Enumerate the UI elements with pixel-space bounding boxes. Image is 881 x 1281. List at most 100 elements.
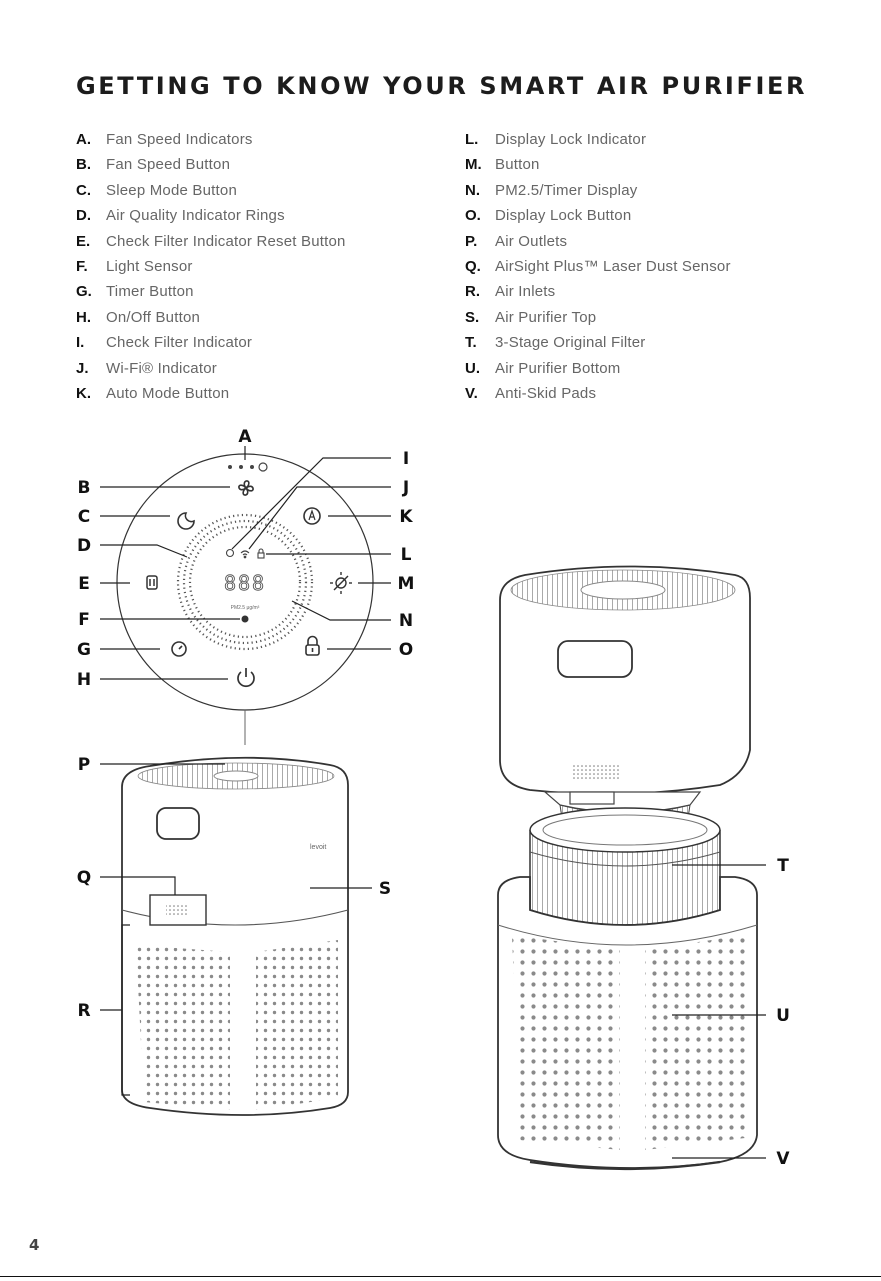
part-name: Check Filter Indicator Reset Button	[106, 232, 346, 250]
part-name: Timer Button	[106, 283, 194, 301]
callout-g: G	[77, 640, 91, 660]
part-item: D.Air Quality Indicator Rings	[76, 203, 346, 228]
part-key: Q.	[465, 257, 481, 275]
part-key: E.	[76, 232, 91, 250]
timer-icon[interactable]	[171, 641, 187, 657]
callout-f: F	[78, 610, 90, 630]
part-item: P. Air Outlets	[465, 229, 731, 254]
fan-icon[interactable]	[238, 480, 254, 496]
part-name: PM2.5/Timer Display	[495, 181, 638, 199]
part-item: F.Light Sensor	[76, 254, 346, 279]
callout-i: I	[403, 449, 409, 469]
power-icon[interactable]	[237, 668, 255, 688]
wifi-icon	[240, 550, 250, 559]
part-item: K.Auto Mode Button	[76, 381, 346, 406]
callout-o: O	[399, 640, 413, 660]
air-purifier-top	[499, 565, 751, 826]
part-key: H.	[76, 308, 91, 326]
part-key: A.	[76, 131, 91, 148]
callout-m: M	[398, 574, 415, 594]
callout-q: Q	[77, 868, 91, 888]
part-key: M.	[465, 156, 482, 174]
part-key: V.	[465, 384, 478, 402]
part-name: Air Quality Indicator Rings	[106, 207, 285, 225]
part-name: Display Lock Indicator	[495, 131, 647, 148]
parts-list-right: L.Display Lock Indicator M.Button N.PM2.…	[465, 127, 731, 406]
part-item: E. Check Filter Indicator Reset Button	[76, 229, 346, 254]
part-key: C.	[76, 181, 91, 199]
handle-recess	[557, 640, 633, 678]
callout-r: R	[77, 1001, 90, 1021]
part-item: A.Fan Speed Indicators	[76, 127, 346, 152]
part-name: Air Inlets	[495, 283, 556, 301]
part-item: C. Sleep Mode Button	[76, 178, 346, 203]
part-key: R.	[465, 283, 480, 301]
part-key: G.	[76, 283, 92, 301]
check-filter-indicator-icon	[225, 548, 235, 558]
lock-icon[interactable]	[305, 635, 320, 656]
part-name: Air Purifier Top	[495, 308, 597, 326]
air-inlets-left-face	[136, 945, 230, 1110]
part-key: L.	[465, 131, 479, 148]
part-key: J.	[76, 359, 89, 377]
leader-lines	[100, 446, 766, 1159]
sleep-indicator-icon	[258, 462, 268, 472]
part-key: B.	[76, 156, 91, 174]
callout-k: K	[399, 507, 413, 527]
part-key: O.	[465, 207, 481, 225]
part-name: Light Sensor	[106, 257, 193, 275]
air-purifier-exploded	[497, 565, 758, 1171]
part-item: J. Wi-Fi® Indicator	[76, 356, 346, 381]
part-key: S.	[465, 308, 480, 326]
part-key: N.	[465, 181, 480, 199]
air-inlets-right-face	[256, 940, 338, 1110]
footer-rule	[0, 1276, 881, 1277]
callout-n: N	[399, 611, 413, 631]
part-name: Display Lock Button	[495, 207, 632, 225]
air-quality-indicator-rings	[176, 513, 314, 651]
part-key: I.	[76, 334, 85, 352]
pm25-timer-display: 888	[224, 571, 266, 595]
display-lock-indicator-icon	[257, 548, 265, 559]
callout-c: C	[78, 507, 90, 527]
part-key: P.	[465, 232, 478, 250]
part-item: R. Air Inlets	[465, 279, 731, 304]
part-name: AirSight Plus™ Laser Dust Sensor	[495, 257, 731, 275]
air-inlets-left-face	[512, 935, 620, 1150]
callout-e: E	[78, 574, 90, 594]
page-title: GETTING TO KNOW YOUR SMART AIR PURIFIER	[76, 72, 808, 100]
part-item: L. Display Lock Indicator	[465, 127, 731, 152]
part-name: 3-Stage Original Filter	[495, 334, 646, 352]
product-diagram: 888 PM2.5 μg/m³ levoit	[77, 427, 790, 1171]
callout-d: D	[77, 536, 91, 556]
callout-p: P	[78, 755, 90, 775]
part-item: G. Timer Button	[76, 279, 346, 304]
auto-mode-icon[interactable]	[303, 507, 321, 525]
dust-sensor-grille	[166, 905, 188, 915]
brand-mark: levoit	[310, 844, 326, 851]
part-name: Sleep Mode Button	[106, 181, 237, 199]
part-name: Wi-Fi® Indicator	[106, 359, 217, 377]
callout-t: T	[777, 856, 789, 876]
page-number: 4	[29, 1236, 40, 1254]
sleep-moon-icon[interactable]	[177, 512, 195, 530]
part-key: T.	[465, 334, 477, 352]
callout-h: H	[77, 670, 91, 690]
part-item: N. PM2.5/Timer Display	[465, 178, 731, 203]
check-filter-reset-icon[interactable]	[146, 575, 158, 590]
part-item: V.Anti-Skid Pads	[465, 381, 731, 406]
control-panel: 888 PM2.5 μg/m³	[116, 453, 374, 711]
part-name: Air Outlets	[495, 232, 568, 250]
part-key: K.	[76, 384, 91, 402]
callout-j: J	[402, 478, 409, 498]
filter	[529, 807, 721, 926]
parts-list-left: A.Fan Speed Indicators B.Fan Speed Butto…	[76, 127, 346, 406]
part-name: Check Filter Indicator	[106, 334, 253, 352]
callout-b: B	[78, 478, 91, 498]
part-item: U.Air Purifier Bottom	[465, 356, 731, 381]
part-item: B.Fan Speed Button	[76, 152, 346, 177]
part-item: I. Check Filter Indicator	[76, 330, 346, 355]
light-off-icon[interactable]	[330, 572, 352, 594]
part-name: Air Purifier Bottom	[495, 359, 621, 377]
part-item: S. Air Purifier Top	[465, 305, 731, 330]
